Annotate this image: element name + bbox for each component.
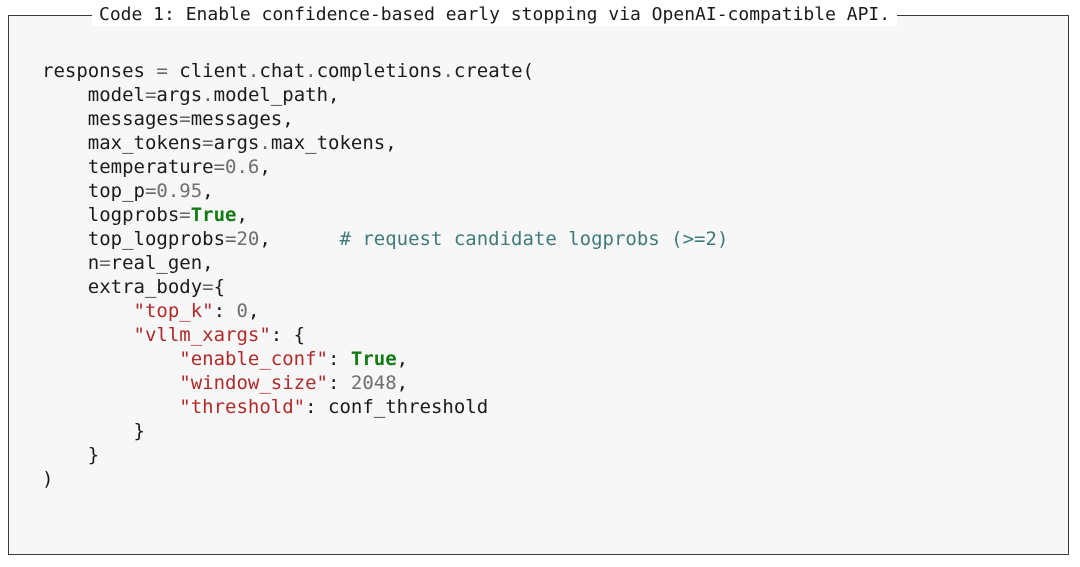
code-line: messages=messages, <box>42 107 728 131</box>
code-line: logprobs=True, <box>42 203 728 227</box>
code-token-op: . <box>442 60 454 82</box>
code-token-op: = <box>213 156 226 178</box>
code-line: model=args.model_path, <box>42 83 728 107</box>
code-token-plain: model <box>42 84 145 106</box>
code-token-plain <box>42 324 134 346</box>
code-token-plain: , <box>236 204 248 226</box>
code-token-plain: logprobs <box>42 204 180 226</box>
code-token-plain: , <box>259 228 340 250</box>
code-line: extra_body={ <box>42 275 728 299</box>
code-token-str: "threshold" <box>179 396 306 418</box>
code-token-plain: messages, <box>190 108 294 130</box>
code-token-plain <box>42 348 179 370</box>
code-token-plain <box>42 300 134 322</box>
code-token-plain: , <box>396 348 409 370</box>
code-token-num: 0 <box>236 300 248 322</box>
code-line: responses = client.chat.completions.crea… <box>42 59 728 83</box>
code-token-op: = <box>99 252 111 274</box>
code-token-plain: client <box>167 60 248 82</box>
code-token-kw: True <box>190 204 237 226</box>
code-token-op: = <box>144 180 157 202</box>
code-token-plain: args <box>213 132 260 154</box>
code-token-op: . <box>305 60 317 82</box>
code-token-plain: , <box>247 300 260 322</box>
code-token-num: 0.6 <box>225 156 260 178</box>
code-line: } <box>42 419 728 443</box>
code-token-plain: chat <box>259 60 306 82</box>
code-token-num: 20 <box>236 228 260 250</box>
code-token-num: 2048 <box>350 372 397 394</box>
code-token-op: . <box>202 84 214 106</box>
code-token-plain: : { <box>270 324 306 346</box>
code-token-plain: : conf_threshold <box>305 396 489 418</box>
code-token-plain: : <box>213 300 237 322</box>
code-token-str: "vllm_xargs" <box>133 324 271 346</box>
code-token-plain: , <box>396 372 409 394</box>
code-line: temperature=0.6, <box>42 155 728 179</box>
code-caption: Code 1: Enable confidence-based early st… <box>92 4 898 26</box>
code-token-plain: max_tokens <box>42 132 203 154</box>
code-token-str: "window_size" <box>179 372 328 394</box>
code-line: n=real_gen, <box>42 251 728 275</box>
code-token-kw: True <box>350 348 397 370</box>
code-token-plain: , <box>202 180 214 202</box>
code-token-op: = <box>179 108 191 130</box>
code-token-op: = <box>202 132 214 154</box>
code-line: } <box>42 443 728 467</box>
code-token-op: = <box>179 204 191 226</box>
code-token-op: = <box>144 84 157 106</box>
code-listing-frame: responses = client.chat.completions.crea… <box>8 15 1069 555</box>
code-token-plain: ) <box>42 468 54 490</box>
code-token-plain: } <box>42 420 145 442</box>
code-token-plain: args <box>156 84 203 106</box>
code-line: top_logprobs=20, # request candidate log… <box>42 227 729 251</box>
code-token-plain: , <box>259 156 271 178</box>
code-token-plain: extra_body <box>42 276 203 298</box>
code-line: "enable_conf": True, <box>42 347 728 371</box>
code-token-plain: responses <box>42 60 157 82</box>
code-token-op: . <box>247 60 260 82</box>
code-line: "threshold": conf_threshold <box>42 395 728 419</box>
code-line: "vllm_xargs": { <box>42 323 728 347</box>
code-token-plain: } <box>42 444 100 466</box>
code-token-plain: top_logprobs <box>42 228 226 250</box>
code-token-plain: messages <box>42 108 180 130</box>
code-token-comment: # request candidate logprobs (>=2) <box>339 228 729 250</box>
code-token-str: "top_k" <box>133 300 214 322</box>
code-token-plain: : <box>328 348 351 370</box>
code-token-plain: top_p <box>42 180 145 202</box>
code-token-str: "enable_conf" <box>179 348 328 370</box>
code-token-plain: model_path, <box>213 84 340 106</box>
code-line: "window_size": 2048, <box>42 371 728 395</box>
code-token-op: . <box>259 132 271 154</box>
code-token-op: = <box>156 60 168 82</box>
code-token-plain: { <box>213 276 226 298</box>
code-line: max_tokens=args.max_tokens, <box>42 131 728 155</box>
code-token-plain <box>42 396 179 418</box>
code-token-plain: real_gen, <box>110 252 214 274</box>
code-token-op: = <box>202 276 214 298</box>
code-token-op: = <box>225 228 237 250</box>
code-line: ) <box>42 467 728 491</box>
code-token-plain <box>42 372 179 394</box>
code-token-plain: completions <box>316 60 443 82</box>
code-token-plain: : <box>328 372 351 394</box>
code-line: "top_k": 0, <box>42 299 728 323</box>
code-token-plain: n <box>42 252 100 274</box>
code-token-plain: max_tokens, <box>270 132 397 154</box>
code-token-num: 0.95 <box>156 180 203 202</box>
code-token-plain: create( <box>453 60 534 82</box>
code-block: responses = client.chat.completions.crea… <box>42 59 728 491</box>
code-token-plain: temperature <box>42 156 214 178</box>
code-line: top_p=0.95, <box>42 179 728 203</box>
